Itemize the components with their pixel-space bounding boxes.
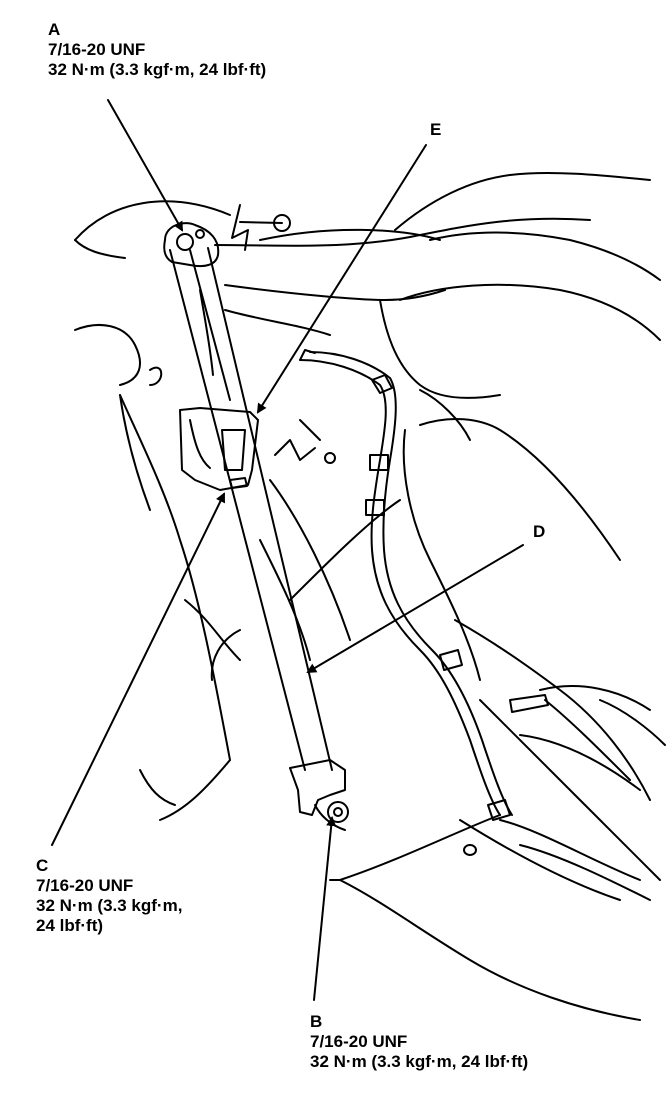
callout-b-letter: B [310, 1012, 323, 1031]
callout-a-spec: 7/16-20 UNF [48, 40, 146, 59]
mounting-bosses [239, 214, 477, 856]
lower-anchor [289, 759, 349, 831]
callout-c-letter: C [36, 856, 49, 875]
wiring-harness [299, 349, 513, 821]
belt-retractor [179, 407, 259, 491]
callout-a-torque: 32 N·m (3.3 kgf·m, 24 lbf·ft) [48, 60, 267, 79]
callout-a: A 7/16-20 UNF 32 N·m (3.3 kgf·m, 24 lbf·… [48, 20, 266, 80]
callout-b-torque: 32 N·m (3.3 kgf·m, 24 lbf·ft) [310, 1052, 529, 1071]
seat-belt-webbing [169, 247, 333, 771]
callout-c: C 7/16-20 UNF 32 N·m (3.3 kgf·m, 24 lbf·… [36, 856, 182, 936]
body-panel-outline [74, 171, 666, 1021]
upper-anchor [163, 222, 220, 268]
callout-b: B 7/16-20 UNF 32 N·m (3.3 kgf·m, 24 lbf·… [310, 1012, 528, 1072]
leader-lines [51, 99, 524, 1001]
callout-e-letter: E [430, 120, 442, 139]
callout-c-torque-line2: 24 lbf·ft) [36, 916, 104, 935]
callout-d-letter: D [533, 522, 546, 541]
callout-a-letter: A [48, 20, 61, 39]
callout-c-spec: 7/16-20 UNF [36, 876, 134, 895]
callout-b-spec: 7/16-20 UNF [310, 1032, 408, 1051]
callout-c-torque-line1: 32 N·m (3.3 kgf·m, [36, 896, 183, 915]
